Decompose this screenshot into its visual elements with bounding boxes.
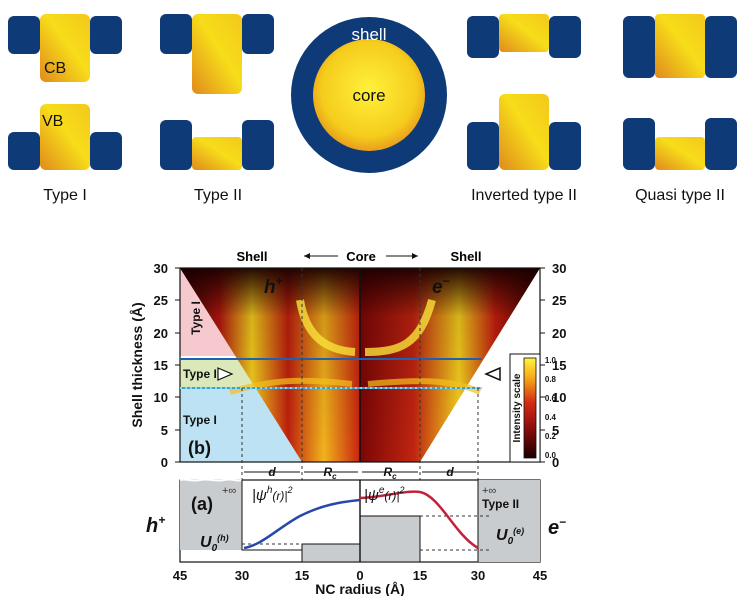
caption-type-1: Type I — [43, 187, 87, 204]
cbar-tick-2: 0.4 — [545, 413, 557, 422]
ytick-0: 0 — [161, 455, 168, 470]
band-diagram-quasi-type-2 — [623, 14, 737, 170]
caption-quasi-type-2: Quasi type II — [635, 187, 725, 204]
ytick-5: 5 — [161, 423, 168, 438]
carrier-e-minus-b: e− — [432, 274, 450, 298]
ytick-20: 20 — [154, 326, 168, 341]
rc-label-right: Rc — [383, 465, 397, 481]
panel-a-tag: (a) — [191, 494, 213, 514]
xtick-15-left: 15 — [295, 568, 309, 583]
colorbar-ticks: 0.0 0.2 0.4 0.6 0.8 1.0 — [545, 356, 557, 460]
panel-b: Shell Core Shell h+ e− Type I Type II Ty… — [179, 249, 541, 560]
band-diagram-inverted-type-2 — [467, 14, 581, 170]
header-shell-right: Shell — [450, 249, 481, 264]
band-diagram-type-2 — [160, 14, 274, 170]
header-core: Core — [346, 249, 376, 264]
band-diagram-type-1: CB VB — [8, 14, 122, 170]
xtick-15-right: 15 — [413, 568, 427, 583]
ytick-r-5: 5 — [552, 423, 559, 438]
xtick-0: 0 — [356, 568, 363, 583]
cbar-tick-5: 1.0 — [545, 356, 557, 365]
psi-h-label: |ψh(r)|2 — [252, 485, 293, 504]
y-axis-label: Shell thickness (Å) — [129, 302, 145, 427]
ytick-25: 25 — [154, 293, 168, 308]
x-axis: 45 30 15 0 15 30 45 NC radius (Å) — [173, 568, 547, 596]
header-shell-left: Shell — [236, 249, 267, 264]
vb-label: VB — [42, 113, 63, 130]
cbar-tick-4: 0.8 — [545, 375, 557, 384]
xtick-30-left: 30 — [235, 568, 249, 583]
u0-e-label: U0(e) — [496, 526, 524, 547]
carrier-h-plus-b: h+ — [264, 274, 283, 298]
y-axis-left: 0 5 10 15 20 25 30 Shell thickness (Å) — [129, 261, 180, 470]
type2-label-a: Type II — [482, 497, 519, 511]
ytick-r-0: 0 — [552, 455, 559, 470]
region-type2: Type II — [183, 367, 220, 381]
caption-type-2: Type II — [193, 187, 243, 204]
core-shell-nanocrystal: shell core — [291, 17, 447, 173]
u0-h-label: U0(h) — [200, 533, 229, 554]
carrier-h-plus-a: h+ — [146, 513, 165, 537]
colorbar-title: Intensity scale — [512, 373, 523, 442]
cbar-tick-3: 0.6 — [545, 394, 557, 403]
cbar-tick-1: 0.2 — [545, 432, 557, 441]
carrier-e-minus-a: e− — [548, 515, 566, 539]
xtick-45-right: 45 — [533, 568, 547, 583]
xtick-45-left: 45 — [173, 568, 187, 583]
ytick-30: 30 — [154, 261, 168, 276]
ytick-r-30: 30 — [552, 261, 566, 276]
x-axis-label: NC radius (Å) — [315, 581, 404, 596]
d-label-left: d — [268, 465, 276, 479]
region-type1-lower: Type I — [183, 413, 217, 427]
y-axis-right: 0 5 10 15 20 25 30 — [540, 261, 566, 470]
region-type1-upper: Type I — [189, 301, 203, 335]
ytick-r-15: 15 — [552, 358, 566, 373]
rc-label-left: Rc — [323, 465, 337, 481]
d-label-right: d — [446, 465, 454, 479]
ytick-r-20: 20 — [552, 326, 566, 341]
inf-right: +∞ — [482, 485, 496, 497]
xtick-30-right: 30 — [471, 568, 485, 583]
ytick-15: 15 — [154, 358, 168, 373]
caption-inverted-type-2: Inverted type II — [471, 187, 577, 204]
ytick-r-25: 25 — [552, 293, 566, 308]
panel-b-tag: (b) — [188, 438, 211, 458]
core-label: core — [352, 86, 385, 105]
inf-left: +∞ — [222, 485, 236, 497]
panel-a: d Rc Rc d +∞ +∞ Type II (a) |ψh(r)|2 |ψe… — [146, 465, 566, 563]
shell-label: shell — [352, 25, 387, 44]
cbar-tick-0: 0.0 — [545, 451, 557, 460]
ytick-r-10: 10 — [552, 390, 566, 405]
ytick-10: 10 — [154, 390, 168, 405]
cb-label: CB — [44, 60, 66, 77]
psi-e-label: |ψe(r)|2 — [364, 485, 405, 504]
